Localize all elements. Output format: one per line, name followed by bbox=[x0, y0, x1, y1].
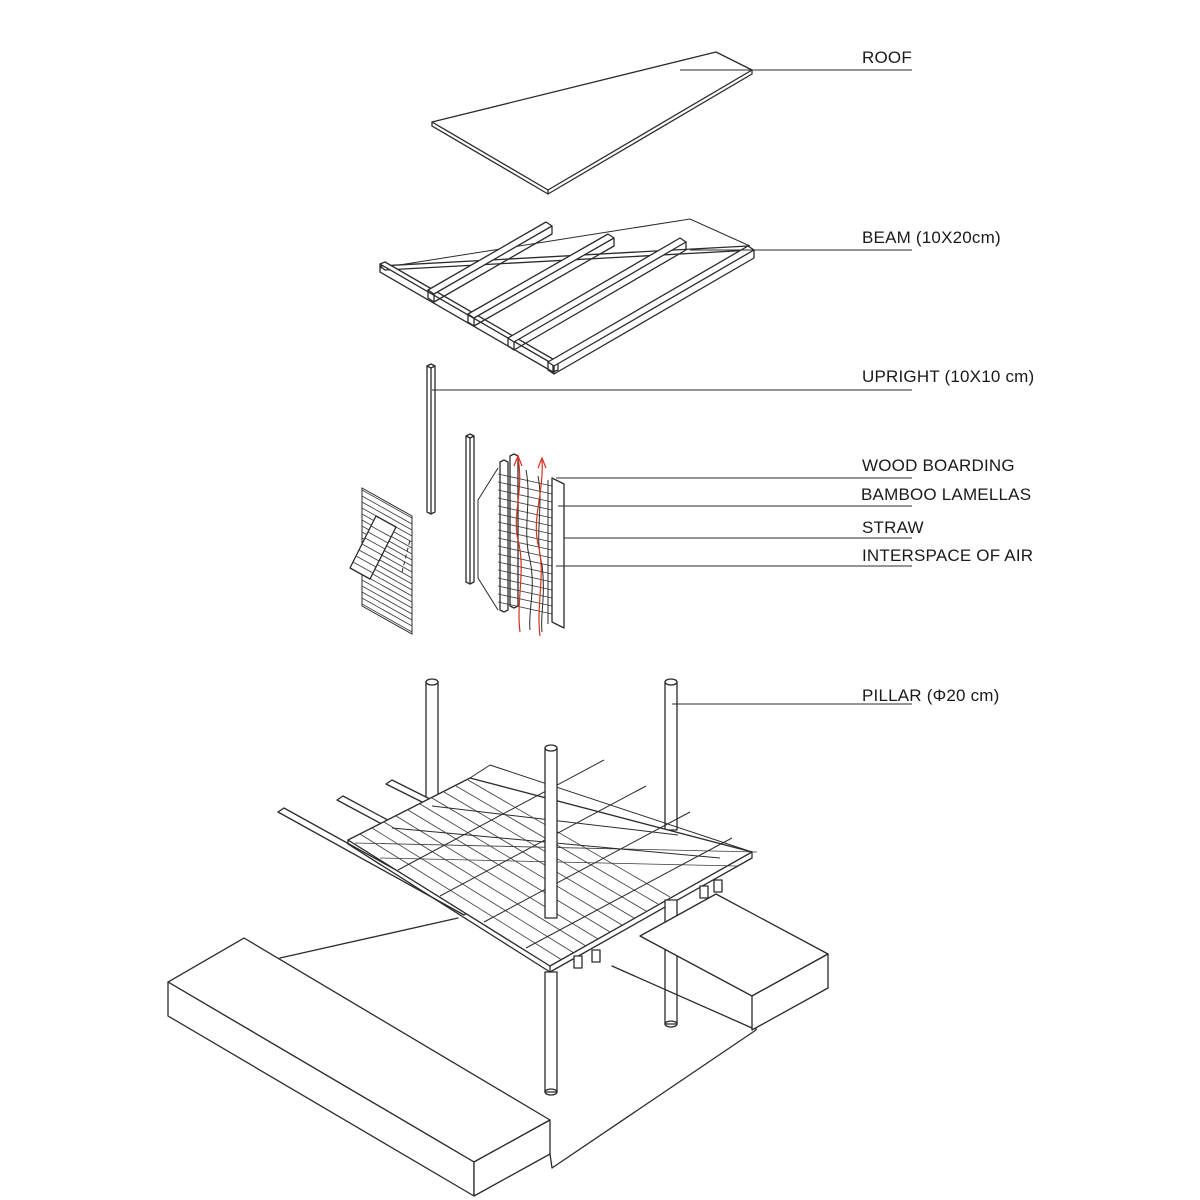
upright-left bbox=[426, 363, 436, 515]
label-pillar: PILLAR (Φ20 cm) bbox=[862, 686, 1000, 705]
label-upright: UPRIGHT (10X10 cm) bbox=[862, 367, 1035, 386]
leader-lines bbox=[432, 69, 912, 705]
pillar-back bbox=[664, 678, 678, 831]
label-bamboo-lamellas: BAMBOO LAMELLAS bbox=[861, 485, 1032, 504]
floor-joists bbox=[573, 879, 723, 969]
beam-2 bbox=[467, 233, 615, 327]
upright-right bbox=[465, 433, 475, 585]
beam-4 bbox=[547, 245, 755, 375]
label-roof: ROOF bbox=[862, 48, 912, 67]
beam-3 bbox=[507, 237, 687, 351]
wall-section-right bbox=[477, 453, 565, 633]
label-beam: BEAM (10X20cm) bbox=[862, 228, 1001, 247]
beam-1 bbox=[427, 221, 553, 303]
wall-panel-left bbox=[349, 487, 413, 635]
label-interspace-of-air: INTERSPACE OF AIR bbox=[862, 546, 1034, 565]
airflow-arrows bbox=[513, 454, 547, 637]
beam-frame bbox=[379, 218, 755, 375]
pillar-front bbox=[544, 744, 558, 1096]
foundation-plinth bbox=[167, 893, 829, 1197]
roof-panel bbox=[431, 51, 753, 195]
label-straw: STRAW bbox=[862, 518, 924, 537]
label-wood-boarding: WOOD BOARDING bbox=[862, 456, 1015, 475]
